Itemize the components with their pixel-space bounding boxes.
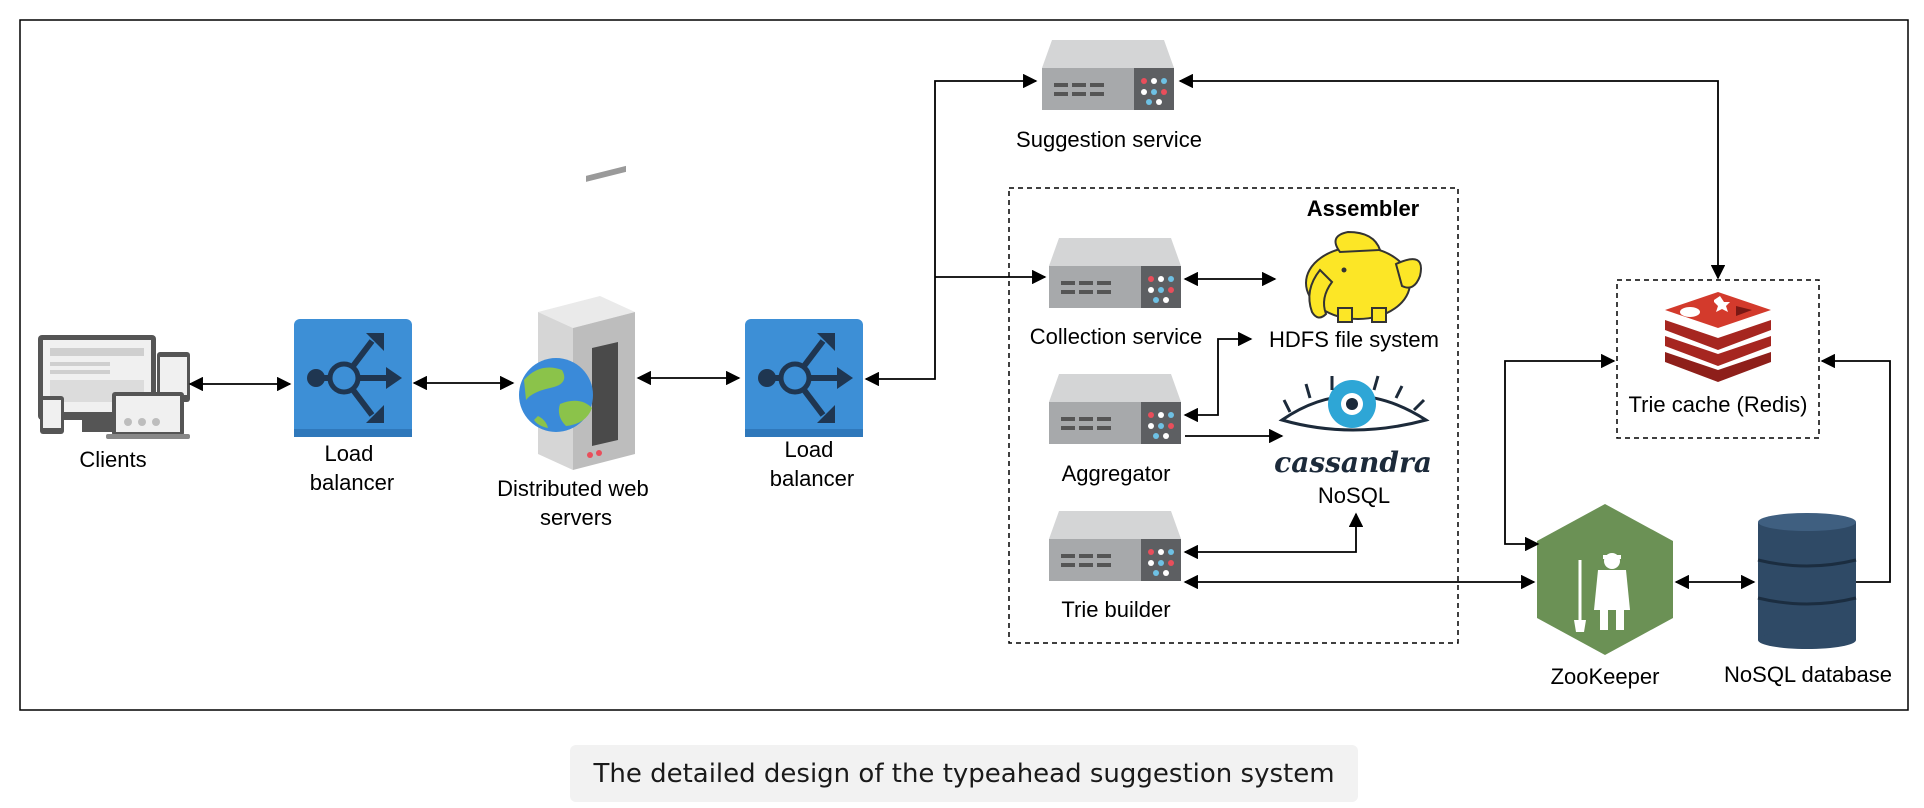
- load-balancer-2-icon: [745, 319, 863, 437]
- edge-lb2-suggestion: [864, 73, 1038, 387]
- collection-service-label: Collection service: [1030, 324, 1202, 349]
- assembler-label: Assembler: [1307, 196, 1420, 221]
- web-servers-label-line1: Distributed web: [497, 476, 649, 501]
- aggregator-label: Aggregator: [1062, 461, 1171, 486]
- web-servers-label: Distributed web servers: [497, 476, 655, 530]
- trie-builder-server-icon: [1049, 511, 1181, 581]
- cassandra-nosql-label: NoSQL: [1318, 483, 1390, 508]
- load-balancer-2-label-line2: balancer: [770, 466, 854, 491]
- zookeeper-label: ZooKeeper: [1551, 664, 1660, 689]
- edge-nosql-triecache: [1820, 353, 1891, 583]
- collection-service-server-icon: [1049, 238, 1181, 308]
- edge-triebuilder-cassandra: [1183, 512, 1364, 560]
- load-balancer-1-label-line1: Load: [324, 441, 373, 466]
- suggestion-service-server-icon: [1042, 40, 1174, 110]
- edge-suggestion-triecache: [1178, 73, 1726, 280]
- cassandra-eye-icon: [1278, 375, 1430, 432]
- trie-builder-label: Trie builder: [1061, 597, 1170, 622]
- web-server-tower-icon: [538, 165, 635, 470]
- edge-zookeeper-triecache: [1504, 353, 1616, 552]
- hadoop-elephant-icon: [1305, 230, 1422, 323]
- globe-icon: [519, 358, 593, 432]
- hdfs-label: HDFS file system: [1269, 327, 1439, 352]
- database-cylinder-icon: [1757, 513, 1857, 649]
- edge-aggregator-hdfs: [1183, 331, 1253, 423]
- load-balancer-2-label-line1: Load: [784, 437, 833, 462]
- web-servers-label-line2: servers: [540, 505, 612, 530]
- architecture-diagram: Assembler Clients Load balancer: [19, 19, 1909, 711]
- diagram-frame: [19, 19, 1909, 711]
- load-balancer-1-label-line2: balancer: [310, 470, 394, 495]
- redis-icon: [1665, 292, 1771, 382]
- aggregator-server-icon: [1049, 374, 1181, 444]
- clients-label: Clients: [79, 447, 146, 472]
- suggestion-service-label: Suggestion service: [1016, 127, 1202, 152]
- trie-cache-boundary: [1616, 279, 1820, 439]
- assembler-boundary: [1008, 187, 1459, 644]
- cassandra-logo-text: cassandra: [1274, 446, 1432, 479]
- trie-cache-label: Trie cache (Redis): [1629, 392, 1808, 417]
- load-balancer-1-icon: [294, 319, 412, 437]
- nosql-database-label: NoSQL database: [1724, 662, 1892, 687]
- load-balancer-1-label: Load balancer: [310, 441, 394, 495]
- figure-caption: The detailed design of the typeahead sug…: [570, 745, 1358, 802]
- zookeeper-icon: [1537, 504, 1673, 655]
- load-balancer-2-label: Load balancer: [770, 437, 854, 491]
- clients-devices-icon: [38, 335, 190, 439]
